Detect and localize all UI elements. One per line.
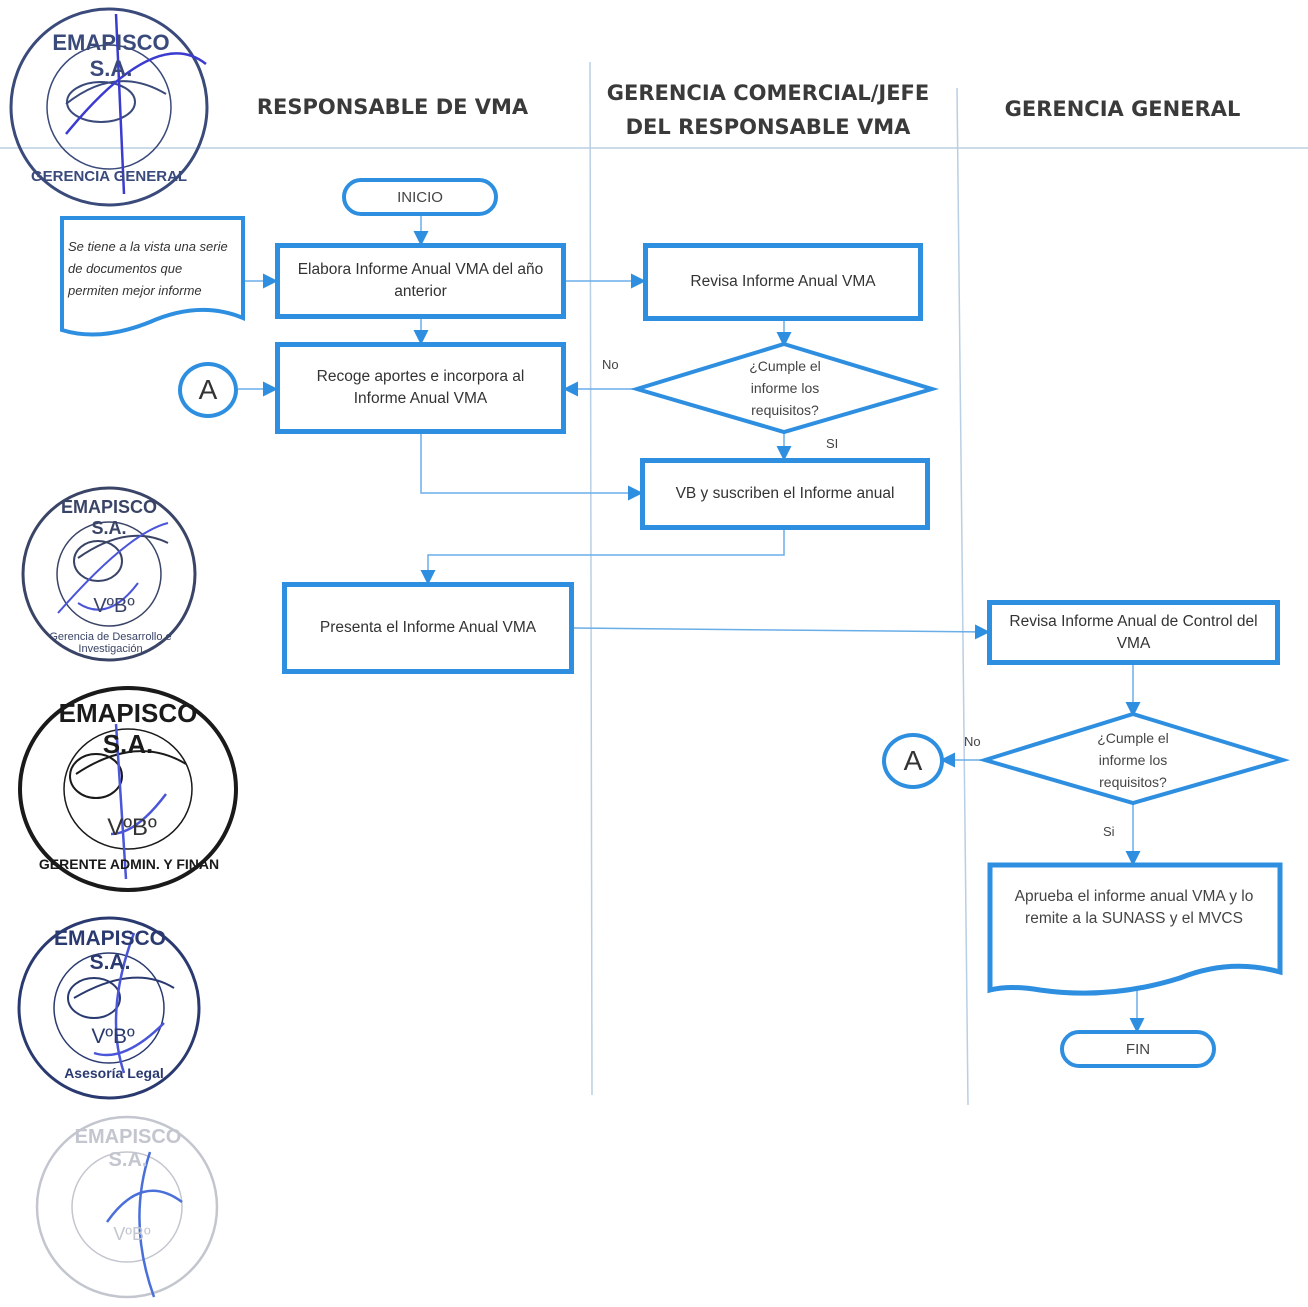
connector-a-right: A [882,733,944,789]
stamp-seal-icon [18,686,238,892]
stamp-admin-finan-mid: VºBº [107,814,157,841]
stamp-desarrollo-bottom: Gerencia de Desarrollo e Investigación [49,631,172,655]
step-revisa: Revisa Informe Anual VMA [643,243,923,321]
stamp-faded-top: EMAPISCO S.A. [74,1126,182,1171]
step-vb: VB y suscriben el Informe anual [640,458,930,530]
stamp-asesoria-legal-mid: VºBº [91,1025,135,1048]
lane-divider-2 [956,87,969,1106]
decision1-diamond [630,341,940,435]
lane-header-gerencia-comercial: GERENCIA COMERCIAL/JEFE DEL RESPONSABLE … [606,81,930,139]
stamp-seal-icon [21,486,197,662]
aprueba-document-shape [987,862,1283,996]
lane-divider-1 [589,61,593,1096]
stamp-faded: EMAPISCO S.A. VºBº [32,1112,222,1302]
lane-header-gerencia-general: GERENCIA GENERAL [1004,97,1241,121]
stamp-faded-mid: VºBº [113,1224,151,1244]
stamp-admin-finan-top: EMAPISCO S.A. [58,698,198,759]
stamp-asesoria-legal-top: EMAPISCO S.A. [53,927,166,974]
stamp-admin-finan: EMAPISCO S.A. VºBº GERENTE ADMIN. Y FINA… [16,684,240,894]
stamp-seal-icon [17,916,201,1100]
stamp-admin-finan-bottom: GERENTE ADMIN. Y FINAN [38,856,220,872]
stamp-gerencia-general: EMAPISCO S.A. GERENCIA GENERAL [6,4,212,210]
end-terminal: FIN [1060,1030,1216,1068]
stamp-asesoria-legal-bottom: Asesoría Legal [64,1065,164,1081]
connector-a-left: A [178,362,238,418]
start-terminal: INICIO [342,178,498,216]
note-document-shape [60,216,245,337]
step-revisa-control: Revisa Informe Anual de Control del VMA [987,600,1280,665]
label-no-1: No [602,357,619,372]
stamp-seal-icon [9,7,209,207]
decision2-text: ¿Cumple el informe los requisitos? [1097,730,1169,790]
stamp-asesoria-legal: EMAPISCO S.A. VºBº Asesoría Legal [14,913,204,1103]
stamp-desarrollo-mid: VºBº [93,595,135,617]
decision1-text: ¿Cumple el informe los requisitos? [749,358,821,418]
note-text: Se tiene a la vista una serie de documen… [68,239,228,298]
stamp-seal-icon [35,1115,219,1299]
step-aprueba: Aprueba el informe anual VMA y lo remite… [1014,888,1254,927]
arrow-recoge-vb [420,433,643,501]
label-si-2: Si [1103,824,1115,839]
step-elabora: Elabora Informe Anual VMA del año anteri… [275,243,566,319]
lane-header-responsable: RESPONSABLE DE VMA [256,95,529,119]
arrow-vb-presenta [420,530,785,585]
stamp-desarrollo-top: EMAPISCO S.A. [60,497,157,538]
stamp-gerencia-general-top: EMAPISCO S.A. [52,30,170,81]
label-si-1: SI [826,436,839,451]
step-presenta: Presenta el Informe Anual VMA [282,582,574,674]
step-recoge: Recoge aportes e incorpora al Informe An… [275,342,566,434]
stamp-desarrollo: EMAPISCO S.A. VºBº Gerencia de Desarroll… [18,483,200,665]
arrow-presenta-revisa-control [573,624,990,640]
label-no-2: No [964,734,981,749]
decision2-diamond [978,711,1291,806]
stamp-gerencia-general-bottom: GERENCIA GENERAL [30,168,188,185]
